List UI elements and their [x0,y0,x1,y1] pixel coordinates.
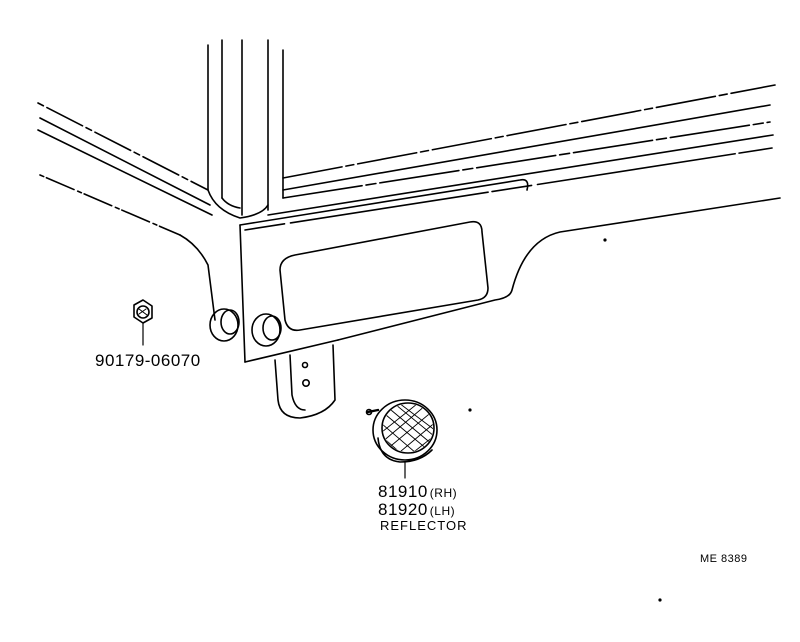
reflector-name: REFLECTOR [380,518,468,533]
nut-icon [133,299,153,346]
reflector-lh-part-number: 81920 [378,500,428,519]
reflector-rh-side: (RH) [429,486,458,500]
reflector-rh-part-number: 81910 [378,482,428,501]
mounting-bracket [274,344,336,419]
nut-part-number: 90179-06070 [95,351,201,370]
reflector-lh-side: (LH) [429,504,456,518]
reflector-icon [365,399,438,479]
rubber-stop-left [209,308,240,342]
rubber-stop-right [251,313,282,347]
reflector-lh-label: 81920(LH) [378,501,455,519]
bed-frame [37,39,781,363]
diagram-code: ME 8389 [700,553,748,565]
reflector-rh-label: 81910(RH) [378,483,457,501]
